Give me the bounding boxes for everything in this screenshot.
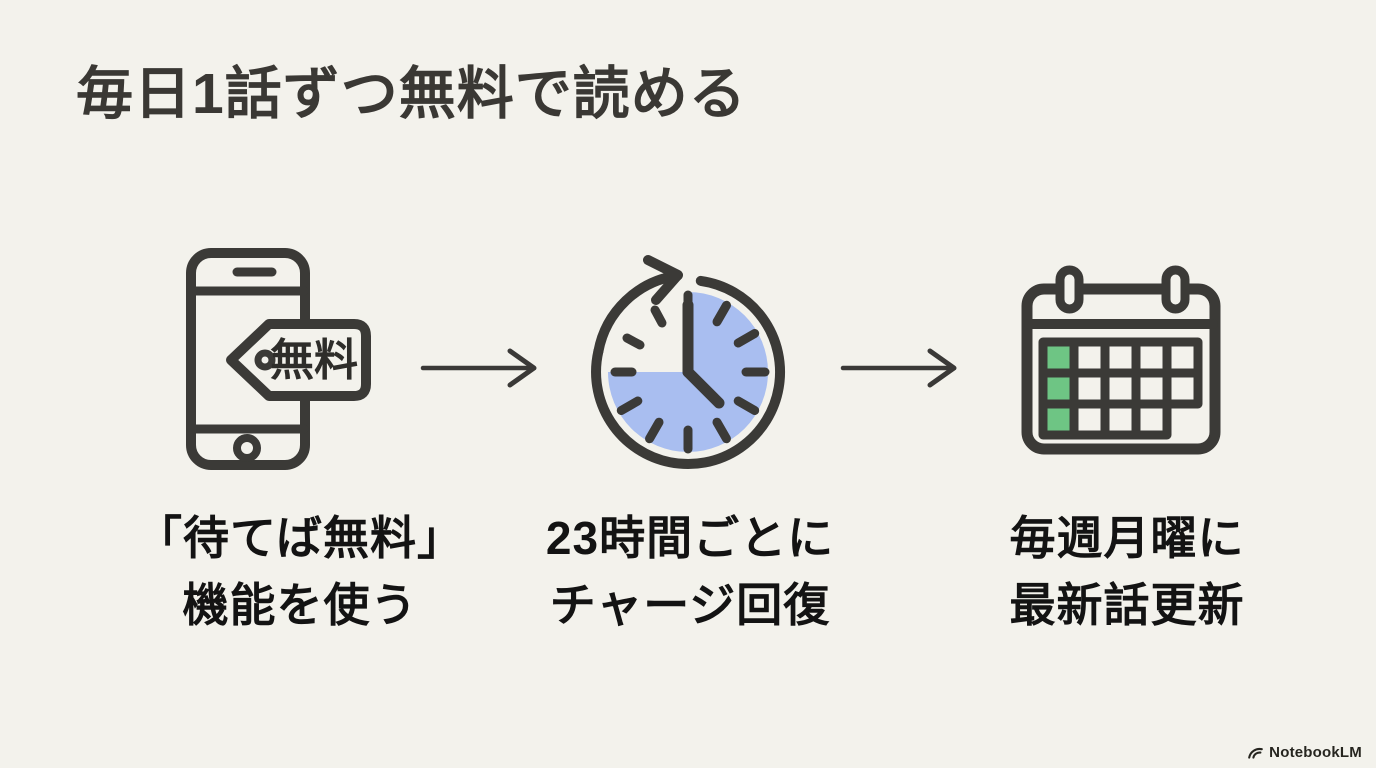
calendar-monday-cell	[1038, 368, 1079, 409]
clock-ring	[591, 275, 786, 470]
clock-ticks	[610, 290, 770, 454]
price-tag-hole	[254, 349, 276, 371]
clock-recharge-icon	[591, 255, 786, 470]
step-label-line: 毎週月曜に	[1009, 512, 1245, 564]
calendar-monday-cell	[1038, 399, 1079, 440]
notebooklm-label: NotebookLM	[1269, 744, 1362, 761]
calendar-body	[1021, 283, 1221, 455]
clock-hour-hand	[682, 366, 725, 409]
step-label: 毎週月曜に 最新話更新	[928, 505, 1326, 638]
refresh-arrow-arc	[593, 270, 683, 357]
step-label: 23時間ごとに チャージ回復	[500, 505, 880, 638]
watermark: NotebookLM	[1247, 744, 1362, 761]
step-label: 「待てば無料」 機能を使う	[78, 505, 522, 638]
refresh-arrow-head	[643, 255, 683, 305]
page-title: 毎日1話ずつ無料で読める	[76, 62, 747, 126]
step-label-line: 最新話更新	[1009, 578, 1245, 631]
right-arrow-icon	[840, 348, 957, 388]
step-label-line: 23時間ごとに	[545, 512, 835, 564]
price-tag-shape	[226, 319, 371, 401]
step-label-line: チャージ回復	[549, 578, 831, 631]
calendar-monday-icon	[1021, 265, 1221, 455]
step-label-line: 機能を使う	[182, 578, 418, 631]
free-tag-label: 無料	[270, 336, 358, 385]
calendar-grid	[1038, 337, 1203, 440]
right-arrow-icon	[420, 348, 537, 388]
phone-home-button	[233, 434, 261, 462]
calendar-monday-cell	[1038, 337, 1079, 378]
calendar-ring-right	[1161, 265, 1190, 314]
step-label-line: 「待てば無料」	[135, 512, 465, 564]
calendar-ring-left	[1055, 265, 1084, 314]
notebooklm-logo-icon	[1248, 747, 1264, 759]
smartphone-free-tag-icon: 無料	[186, 248, 371, 470]
